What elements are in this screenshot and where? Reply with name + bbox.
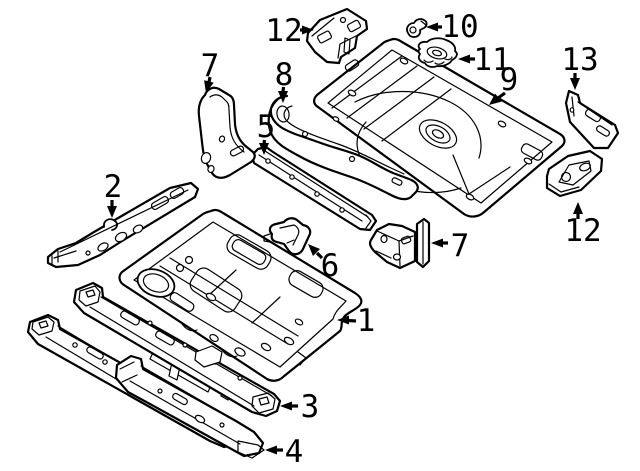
part-11-bracket — [417, 37, 458, 68]
part-10-clip — [406, 18, 428, 38]
callout-12-top-left[interactable]: 12 — [265, 13, 314, 49]
callout-3-arrowhead — [280, 401, 292, 411]
callout-8[interactable]: 8 — [275, 57, 294, 103]
callout-1[interactable]: 1 — [337, 303, 375, 339]
callout-3-label[interactable]: 3 — [301, 389, 320, 425]
callout-10-label[interactable]: 10 — [441, 9, 478, 45]
callout-6-arrow — [315, 251, 324, 260]
callout-11-arrowhead — [458, 54, 470, 64]
part-7-bracket-left — [197, 86, 256, 179]
callout-2-label[interactable]: 2 — [104, 169, 123, 205]
part-12-bracket-right — [545, 149, 604, 198]
callout-13-arrowhead — [570, 78, 580, 90]
callout-7-right-label[interactable]: 7 — [451, 228, 470, 264]
part-2-rail — [46, 181, 200, 269]
callout-7-left-label[interactable]: 7 — [201, 48, 220, 84]
callout-9[interactable]: 9 — [489, 62, 518, 105]
callout-6[interactable]: 6 — [308, 244, 339, 284]
callout-10-arrowhead — [426, 22, 438, 32]
part-1-floor-pan — [118, 208, 363, 382]
callout-4[interactable]: 4 — [265, 434, 303, 470]
callout-12-top-left-label[interactable]: 12 — [265, 13, 302, 49]
part-7-bracket-right — [368, 217, 431, 270]
callout-4-arrowhead — [265, 445, 277, 455]
callout-7-right-arrowhead — [431, 238, 443, 248]
callout-8-label[interactable]: 8 — [275, 57, 294, 93]
callout-11-label[interactable]: 11 — [473, 42, 510, 78]
part-13-panel — [564, 89, 620, 150]
callout-12-right[interactable]: 12 — [564, 202, 602, 249]
callout-12-top-left-arrowhead — [302, 25, 314, 35]
part-4-crossmember — [114, 354, 265, 459]
callout-12-right-arrowhead — [573, 202, 583, 214]
callout-7-right[interactable]: 7 — [431, 228, 469, 264]
part-9-floor-pan — [313, 37, 566, 218]
callout-13[interactable]: 13 — [561, 42, 599, 90]
callout-10[interactable]: 10 — [426, 9, 479, 45]
callout-7-left-arrowhead — [204, 80, 214, 93]
callout-1-label[interactable]: 1 — [357, 303, 376, 339]
callout-7-left-arrow — [207, 76, 212, 83]
callout-3[interactable]: 3 — [280, 389, 319, 425]
callout-4-label[interactable]: 4 — [285, 434, 304, 470]
callout-6-label[interactable]: 6 — [321, 248, 340, 284]
part-8-rail — [267, 94, 419, 201]
callout-5[interactable]: 5 — [257, 109, 276, 155]
callout-6-arrowhead — [308, 244, 320, 256]
callout-7-left[interactable]: 7 — [201, 48, 220, 93]
callout-9-arrowhead — [489, 93, 502, 105]
callout-9-arrow — [497, 91, 506, 100]
callout-1-arrowhead — [337, 315, 349, 325]
callout-8-arrowhead — [278, 91, 288, 103]
callout-2-arrowhead — [107, 206, 117, 218]
callout-5-label[interactable]: 5 — [257, 109, 276, 145]
callout-1-arrow — [347, 318, 357, 323]
part-12-bracket-top — [305, 7, 369, 65]
callout-9-label[interactable]: 9 — [500, 62, 519, 98]
callout-11[interactable]: 11 — [458, 42, 511, 78]
part-6-bracket — [263, 217, 312, 256]
callout-2[interactable]: 2 — [104, 169, 123, 218]
callout-5-arrowhead — [259, 143, 269, 155]
callout-13-label[interactable]: 13 — [561, 42, 598, 78]
callout-12-right-label[interactable]: 12 — [564, 213, 601, 249]
